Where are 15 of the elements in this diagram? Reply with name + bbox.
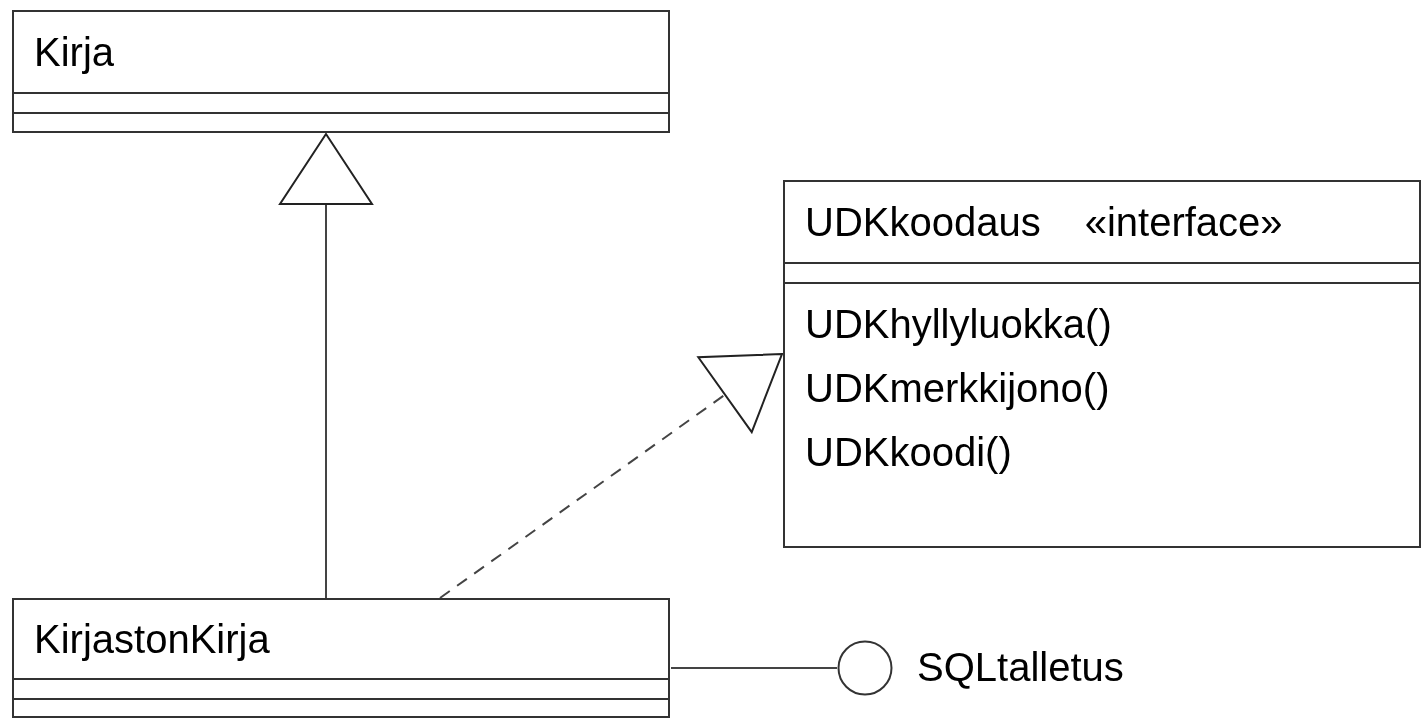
class-box [12, 598, 670, 718]
class-box [783, 180, 1421, 548]
class-name: KirjastonKirja [34, 617, 270, 662]
connector-line [670, 667, 838, 669]
method-label: UDKkoodi() [805, 429, 1013, 476]
generalization-arrow [279, 133, 373, 599]
class-box [12, 10, 670, 133]
method-label: UDKhyllyluokka() [805, 301, 1113, 348]
class-name: Kirja [34, 30, 115, 74]
stereotype-label: «interface» [1084, 200, 1283, 244]
interface-circle [837, 640, 893, 696]
class-name: UDKkoodaus [805, 200, 1041, 244]
interface-label: SQLtalletus [917, 645, 1124, 690]
realization-arrow [439, 353, 783, 599]
method-label: UDKmerkkijono() [805, 365, 1111, 412]
